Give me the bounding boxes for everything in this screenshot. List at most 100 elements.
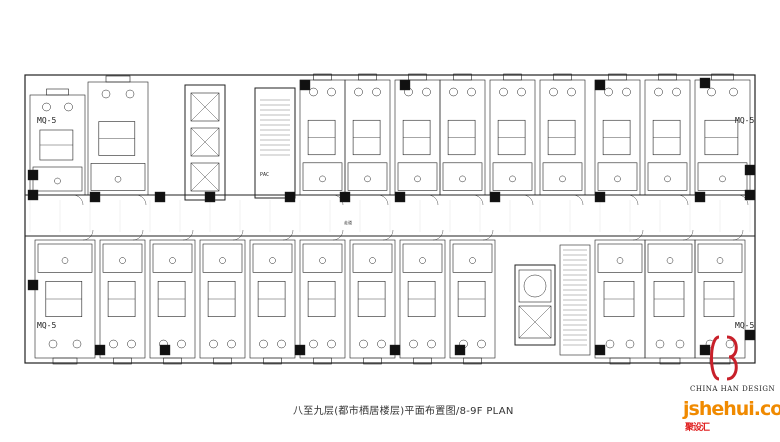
toilet-icon [114, 175, 122, 183]
bathroom [492, 162, 533, 191]
chair-icon [672, 87, 681, 97]
chair-icon [209, 339, 218, 349]
column [299, 79, 311, 91]
door-swing [632, 229, 644, 241]
window-bay [463, 357, 482, 365]
column [699, 344, 711, 356]
chair-icon [309, 339, 318, 349]
elevator-car [518, 269, 552, 303]
toilet-icon [119, 257, 126, 264]
window-bay [163, 357, 182, 365]
bathroom [252, 243, 293, 273]
bathroom [697, 243, 743, 273]
window-bay [553, 73, 572, 81]
toilet-icon [364, 175, 371, 183]
bathroom [697, 162, 748, 191]
window-bay [711, 73, 734, 81]
toilet-icon [319, 257, 326, 264]
chair-icon [72, 339, 82, 349]
toilet-icon [509, 175, 516, 183]
chair-icon [477, 339, 486, 349]
chair-icon [372, 87, 381, 97]
window-bay [659, 357, 681, 365]
window-bay [213, 357, 232, 365]
brand-name: CHINA HAN DESIGN [690, 385, 776, 393]
chair-icon [427, 339, 436, 349]
toilet-icon [716, 257, 724, 264]
bathroom [402, 243, 443, 273]
chair-icon [499, 87, 508, 97]
toilet-icon [664, 175, 671, 183]
window-bay [709, 357, 731, 365]
column [27, 169, 39, 181]
chair-icon [675, 339, 685, 349]
floor-plan [24, 73, 756, 365]
column [294, 344, 306, 356]
column [744, 329, 756, 341]
stair-core-bottom [559, 244, 591, 356]
bathroom [597, 162, 638, 191]
window-bay [313, 73, 332, 81]
window-bay [658, 73, 677, 81]
column [489, 191, 501, 203]
door-swing [427, 194, 439, 206]
column [389, 344, 401, 356]
door-swing [232, 229, 244, 241]
chair-icon [177, 339, 186, 349]
chair-icon [605, 339, 615, 349]
column [694, 191, 706, 203]
chair-icon [127, 339, 136, 349]
column [744, 164, 756, 176]
chair-icon [467, 87, 476, 97]
bathroom [347, 162, 388, 191]
door-swing [132, 229, 144, 241]
bathroom [152, 243, 193, 273]
bathroom [37, 243, 93, 273]
chair-icon [707, 87, 716, 97]
chair-icon [327, 339, 336, 349]
chair-icon [625, 339, 635, 349]
bathroom [542, 162, 583, 191]
door-swing [572, 194, 584, 206]
toilet-icon [219, 257, 226, 264]
chair-icon [109, 339, 118, 349]
bathroom [102, 243, 143, 273]
window-bay [413, 357, 432, 365]
chair-icon [64, 102, 73, 112]
bathroom [302, 243, 343, 273]
bathroom [647, 243, 693, 273]
toilet-icon [54, 177, 61, 185]
column [27, 279, 39, 291]
bathroom [452, 243, 493, 273]
building-outline [24, 74, 756, 364]
door-swing [482, 229, 494, 241]
bathroom [597, 243, 643, 273]
toilet-icon [414, 175, 421, 183]
unit-tag-top-right: MQ-5 [735, 116, 755, 125]
bathroom [32, 166, 83, 192]
window-bay [503, 73, 522, 81]
column [159, 344, 171, 356]
bathroom [442, 162, 483, 191]
toilet-icon [666, 257, 674, 264]
column [399, 79, 411, 91]
window-bay [453, 73, 472, 81]
window-bay [358, 73, 377, 81]
column [699, 77, 711, 89]
window-bay [608, 73, 627, 81]
door-swing [432, 229, 444, 241]
window-bay [46, 88, 69, 96]
column [89, 191, 101, 203]
window-bay [313, 357, 332, 365]
chair-icon [654, 87, 663, 97]
chair-icon [604, 87, 613, 97]
chair-icon [725, 339, 735, 349]
chair-icon [277, 339, 286, 349]
door-swing [732, 229, 744, 241]
column [594, 79, 606, 91]
toilet-icon [369, 257, 376, 264]
toilet-icon [614, 175, 621, 183]
column [154, 191, 166, 203]
column [27, 189, 39, 201]
unit-tag-bottom-right: MQ-5 [735, 321, 755, 330]
